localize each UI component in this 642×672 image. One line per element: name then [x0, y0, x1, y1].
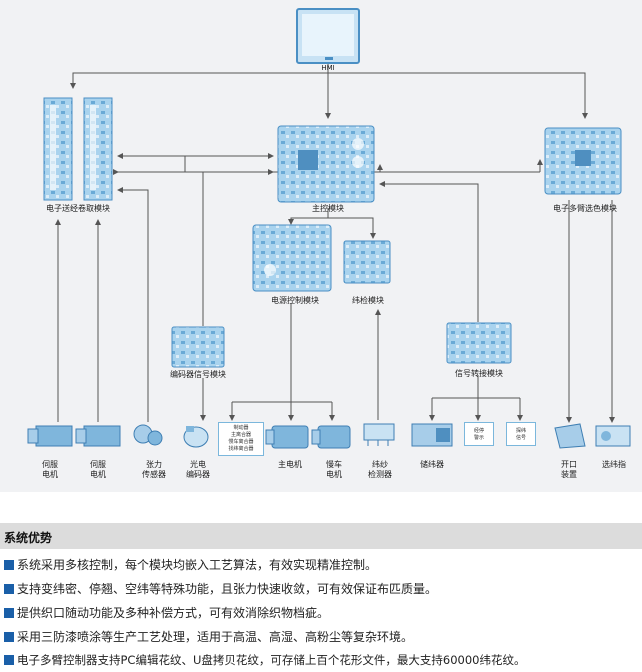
advantages-title: 系统优势 [4, 531, 53, 545]
slow-l2: 电机 [326, 470, 342, 479]
color-module-label: 电子多臂选色模块 [553, 204, 617, 213]
selector-device [595, 425, 631, 447]
open-device [554, 423, 586, 449]
slow-motor [311, 425, 351, 449]
weft-detector-label: 纬纱检测器 [360, 460, 400, 480]
open-device-label: 开口装置 [549, 460, 589, 480]
servo1-l1: 伺服 [42, 460, 58, 469]
brake-text-4: 找纬离合器 [228, 446, 254, 452]
diagram-canvas [27, 8, 631, 449]
power-board [252, 224, 332, 292]
encoder-module-label: 编码器信号模块 [170, 370, 226, 379]
photo-l2: 编码器 [186, 470, 210, 479]
warp-module-label: 电子送经卷取模块 [46, 204, 110, 213]
brake-text-1: 制动器 [233, 425, 249, 431]
shuttle-text-1: 经停 [473, 428, 484, 434]
hmi-screen [296, 8, 360, 64]
main-motor-label: 主电机 [278, 460, 302, 469]
servo-motor-1 [27, 425, 73, 447]
main-control-label: 主控模块 [312, 204, 344, 213]
advantage-item-3: 提供织口随动功能及多种补偿方式，可有效消除织物档疵。 [4, 604, 329, 621]
advantages-header: 系统优势 [0, 523, 642, 549]
shuttle-text-2: 警示 [473, 435, 484, 441]
pick-text-2: 信号 [515, 435, 526, 441]
bullet-square-icon [4, 560, 14, 570]
photo-encoder-label: 光电编码器 [178, 460, 218, 480]
advantage-item-4: 采用三防漆喷涂等生产工艺处理，适用于高温、高湿、高粉尘等复杂环境。 [4, 628, 413, 645]
slow-l1: 慢车 [326, 460, 342, 469]
color-board [544, 127, 622, 195]
brake-text-3: 慢车离合器 [228, 439, 254, 445]
pick-text-1: 探纬 [515, 428, 526, 434]
signal-board [446, 322, 512, 364]
power-module-label: 电源控制模块 [271, 296, 319, 305]
tension-label: 张力传感器 [134, 460, 174, 480]
tension-sensor [133, 424, 163, 446]
brake-text-2: 主离合器 [230, 432, 251, 438]
weft-detector [363, 423, 395, 446]
od-l2: 装置 [561, 470, 577, 479]
weft-board [343, 240, 391, 284]
servo1-label: 伺服电机 [30, 460, 70, 480]
pick-box: 探纬 信号 [506, 422, 536, 446]
tension-l1: 张力 [146, 460, 162, 469]
advantage-item-5: 电子多臂控制器支持PC编辑花纹、U盘拷贝花纹，可存储上百个花形文件，最大支持60… [4, 652, 525, 668]
main-motor [265, 425, 309, 449]
slow-motor-label: 慢车电机 [314, 460, 354, 480]
advantage-text-1: 系统采用多核控制，每个模块均嵌入工艺算法，有效实现精准控制。 [17, 558, 378, 572]
servo-motor-2 [75, 425, 121, 447]
shuttle-box: 经停 警示 [464, 422, 494, 446]
brake-box: 制动器 主离合器 慢车离合器 找纬离合器 [218, 422, 264, 456]
advantage-text-3: 提供织口随动功能及多种补偿方式，可有效消除织物档疵。 [17, 606, 330, 620]
bullet-square-icon [4, 655, 14, 665]
wd-l2: 检测器 [368, 470, 392, 479]
bullet-square-icon [4, 632, 14, 642]
system-diagram: HMI 主控模块 电子送经卷取模块 电子多臂选色模块 电源控制模块 纬检模块 编… [0, 0, 642, 492]
main-board [277, 125, 375, 203]
tension-l2: 传感器 [142, 470, 166, 479]
bullet-square-icon [4, 584, 14, 594]
wd-l1: 纬纱 [372, 460, 388, 469]
photo-l1: 光电 [190, 460, 206, 469]
selector-label: 选纬指 [602, 460, 626, 469]
weft-module-label: 纬检模块 [352, 296, 384, 305]
servo2-l2: 电机 [90, 470, 106, 479]
od-l1: 开口 [561, 460, 577, 469]
servo2-l1: 伺服 [90, 460, 106, 469]
weft-storage [411, 423, 453, 447]
warp-boards [43, 97, 113, 201]
hmi-label: HMI [321, 64, 335, 72]
servo2-label: 伺服电机 [78, 460, 118, 480]
advantage-text-4: 采用三防漆喷涂等生产工艺处理，适用于高温、高湿、高粉尘等复杂环境。 [17, 630, 414, 644]
weft-storage-label: 储纬器 [420, 460, 444, 469]
advantage-item-1: 系统采用多核控制，每个模块均嵌入工艺算法，有效实现精准控制。 [4, 556, 377, 573]
signal-module-label: 信号转接模块 [455, 369, 503, 378]
servo1-l2: 电机 [42, 470, 58, 479]
photo-encoder [183, 426, 209, 448]
advantage-item-2: 支持变纬密、停翘、空纬等特殊功能，且张力快速收敛，可有效保证布匹质量。 [4, 580, 437, 597]
advantage-text-2: 支持变纬密、停翘、空纬等特殊功能，且张力快速收敛，可有效保证布匹质量。 [17, 582, 438, 596]
bullet-square-icon [4, 608, 14, 618]
encoder-board [171, 326, 225, 368]
advantage-text-5: 电子多臂控制器支持PC编辑花纹、U盘拷贝花纹，可存储上百个花形文件，最大支持60… [17, 653, 526, 667]
